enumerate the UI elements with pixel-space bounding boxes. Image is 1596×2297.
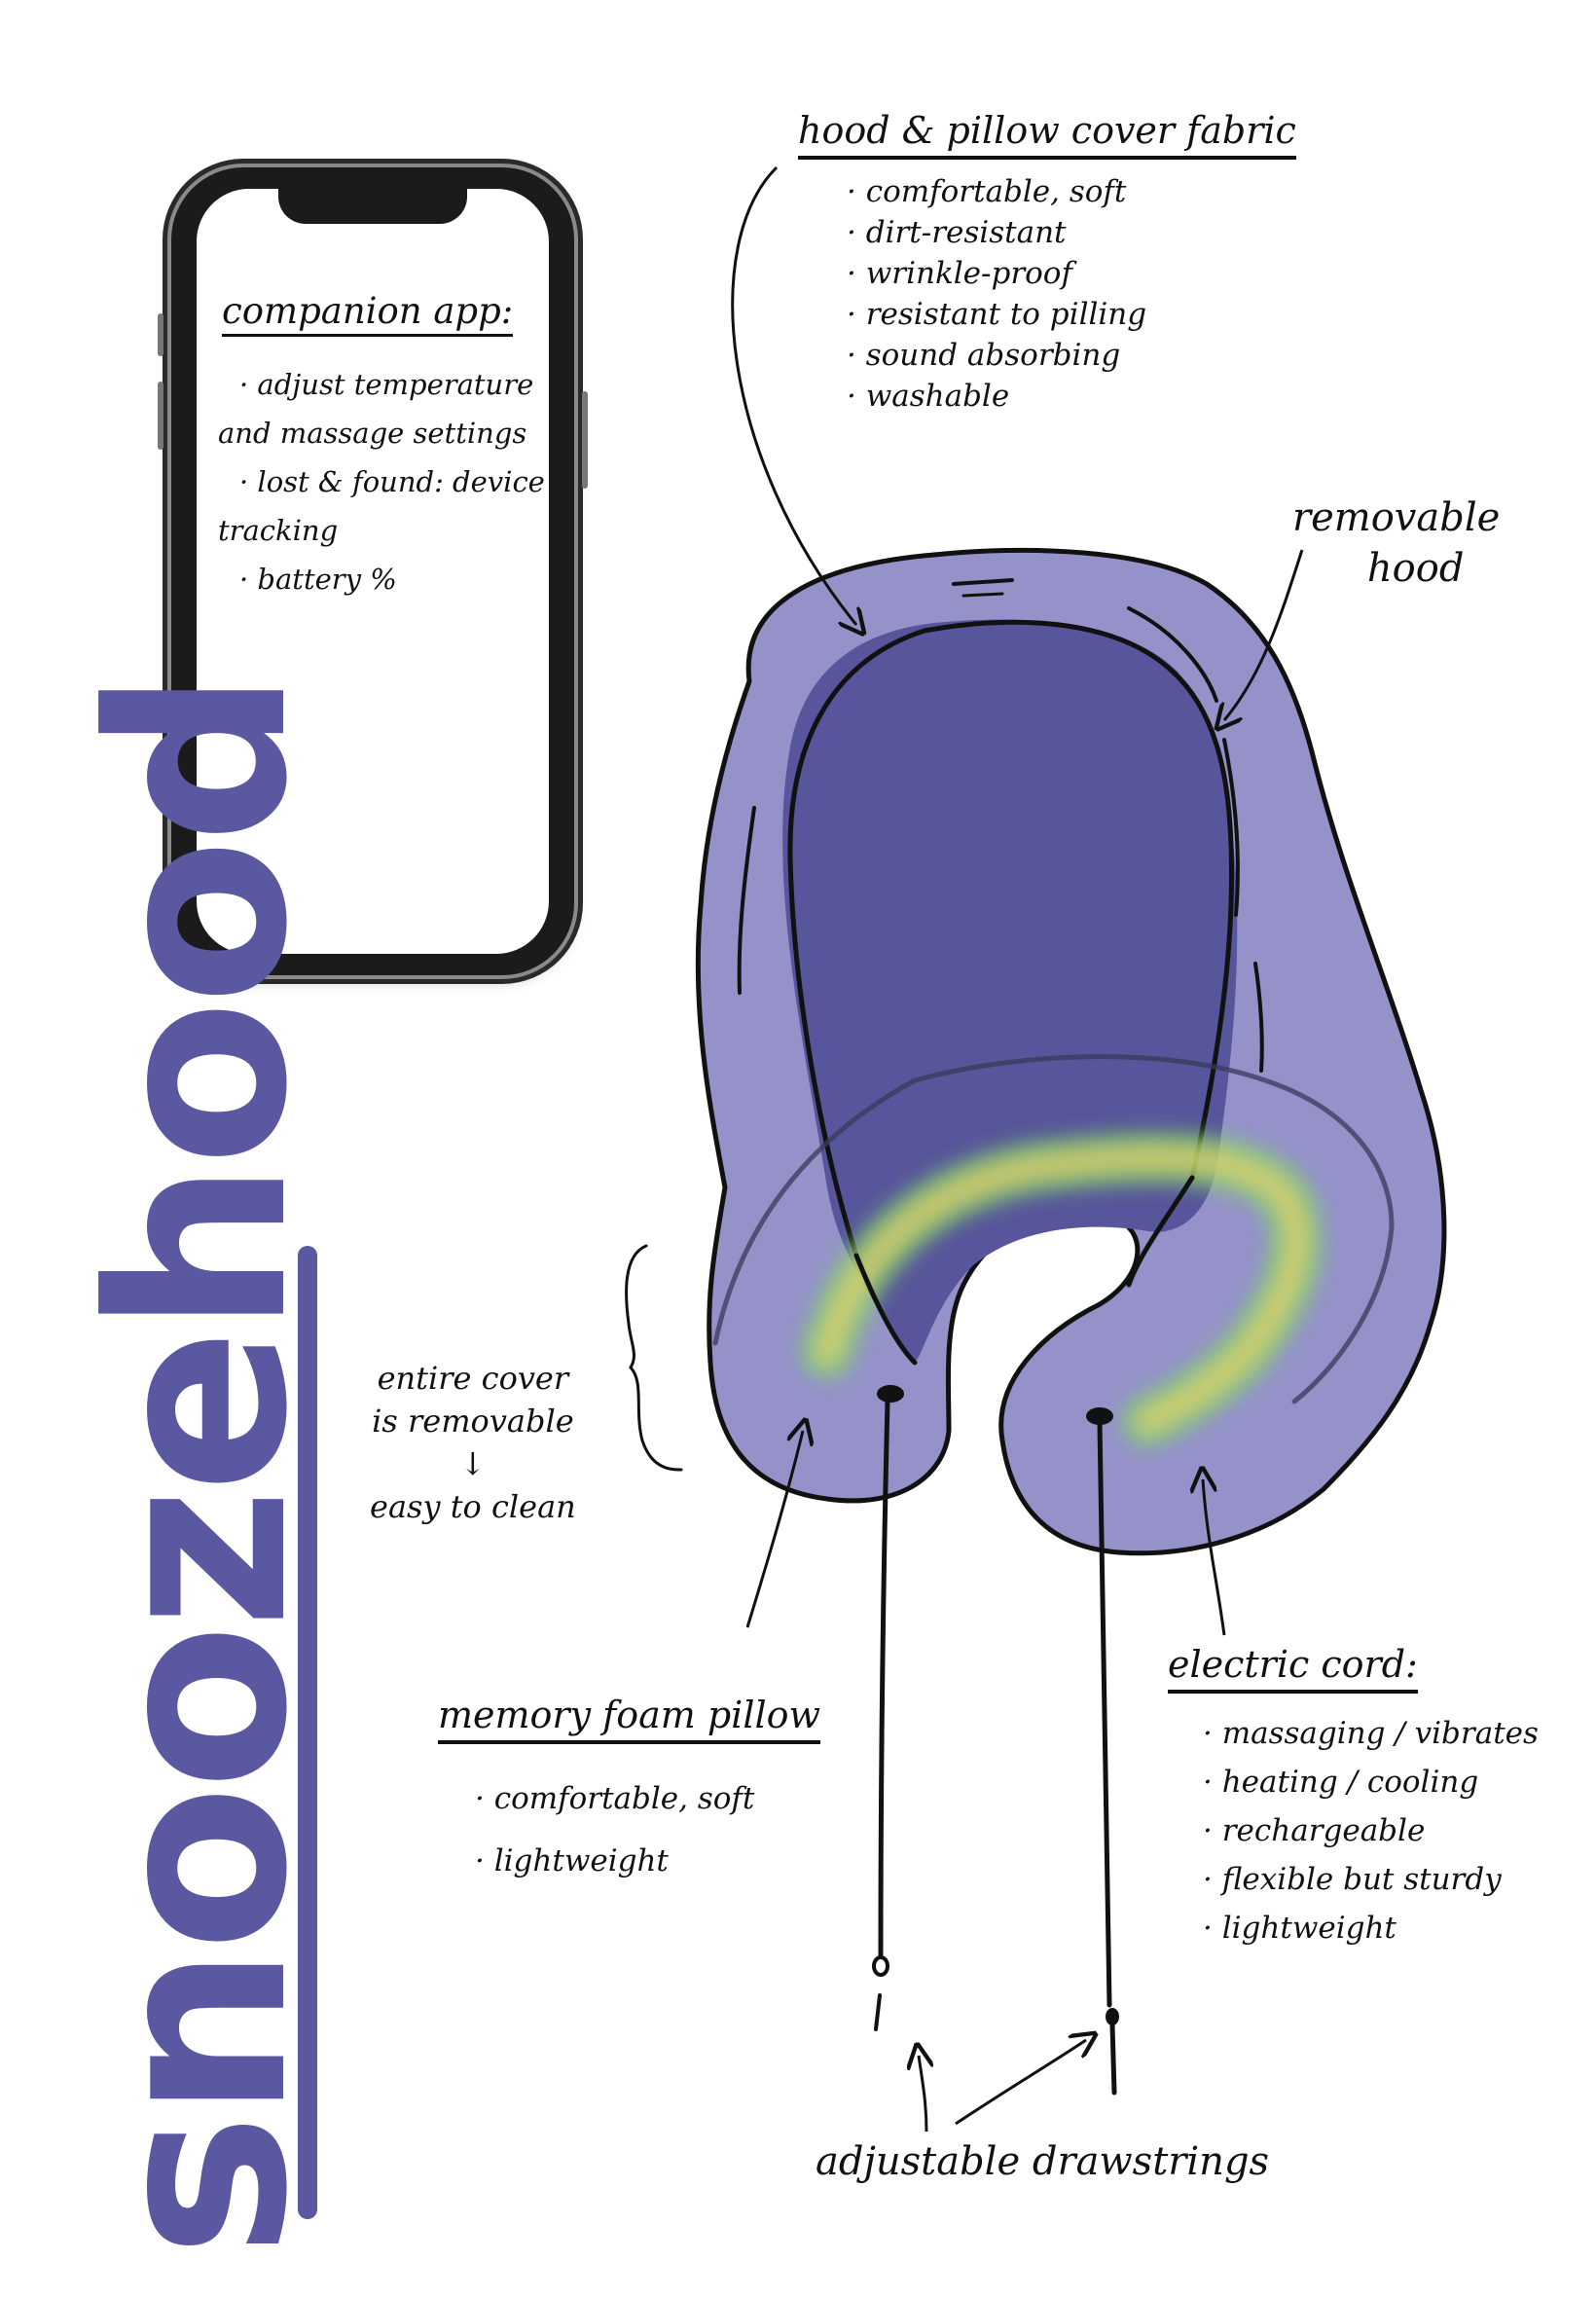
drawstrings-label: adjustable drawstrings — [816, 2139, 1269, 2184]
brand-logo: snoozehood — [68, 1246, 321, 2258]
companion-app-features: · adjust temperature and massage setting… — [218, 360, 539, 603]
phone-button — [158, 382, 163, 450]
memory-foam-title: memory foam pillow — [438, 1694, 820, 1744]
companion-app-title: companion app: — [222, 290, 513, 337]
hood-fabric-title: hood & pillow cover fabric — [798, 109, 1296, 160]
brand-underline — [298, 1246, 317, 2219]
cover-note-line1: entire cover — [370, 1357, 576, 1400]
app-feature: · lost & found: device — [218, 457, 539, 506]
cover-note-line2: is removable — [370, 1400, 576, 1442]
list-item: sound absorbing — [847, 335, 1146, 376]
cover-note-line3: easy to clean — [370, 1485, 576, 1528]
list-item: washable — [847, 376, 1146, 417]
phone-button — [158, 313, 163, 356]
removable-hood-label: removable hood — [1292, 492, 1500, 594]
arrow-hood-fabric — [733, 167, 856, 625]
arrow-drawstring-right — [956, 2040, 1086, 2124]
phone-notch — [278, 189, 467, 224]
removable-hood-line2: hood — [1292, 543, 1500, 594]
list-item: flexible but sturdy — [1203, 1855, 1539, 1904]
app-feature: · adjust temperature — [218, 360, 539, 409]
list-item: resistant to pilling — [847, 294, 1146, 335]
list-item: heating / cooling — [1203, 1758, 1539, 1806]
memory-foam-list: comfortable, soft lightweight — [475, 1768, 754, 1892]
list-item: wrinkle-proof — [847, 253, 1146, 294]
cover-note: entire cover is removable ↓ easy to clea… — [370, 1357, 576, 1528]
list-item: lightweight — [1203, 1904, 1539, 1952]
brace — [627, 1246, 681, 1470]
list-item: dirt-resistant — [847, 212, 1146, 253]
list-item: lightweight — [475, 1830, 754, 1892]
list-item: rechargeable — [1203, 1806, 1539, 1855]
app-feature: · battery % — [218, 555, 539, 603]
electric-cord-list: massaging / vibrates heating / cooling r… — [1203, 1709, 1539, 1952]
arrow-drawstring-left — [919, 2056, 926, 2132]
list-item: comfortable, soft — [847, 171, 1146, 212]
brand-wordmark: snoozehood — [78, 675, 321, 2258]
removable-hood-line1: removable — [1292, 492, 1500, 543]
list-item: massaging / vibrates — [1203, 1709, 1539, 1758]
app-feature: and massage settings — [218, 409, 539, 457]
phone-button — [582, 391, 588, 489]
hood-fabric-list: comfortable, soft dirt-resistant wrinkle… — [847, 171, 1146, 417]
list-item: comfortable, soft — [475, 1768, 754, 1830]
app-feature: tracking — [218, 506, 539, 555]
electric-cord-title: electric cord: — [1168, 1643, 1418, 1694]
cover-note-arrow: ↓ — [370, 1442, 576, 1485]
